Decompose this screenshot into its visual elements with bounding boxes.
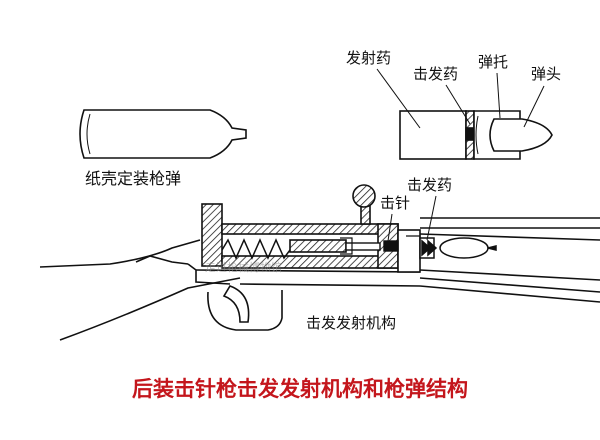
label-firing-mechanism: 击发发射机构 <box>306 314 396 332</box>
trigger <box>222 285 250 323</box>
label-paper-cartridge: 纸壳定装枪弹 <box>85 169 181 188</box>
rifle-outline <box>39 217 600 341</box>
firing-pin <box>345 240 399 252</box>
leader-lines-gun <box>387 195 437 242</box>
chamber-cartridge <box>419 237 497 259</box>
label-firing-pin: 击针 <box>380 194 410 212</box>
watermark: 走进枪械博物馆 <box>205 260 282 274</box>
figure-caption: 后装击针枪击发发射机构和枪弹结构 <box>132 377 468 401</box>
leader-lines-top <box>376 68 545 129</box>
label-primer-gun: 击发药 <box>407 176 452 194</box>
paper-cartridge-figure <box>79 109 247 159</box>
label-propellant: 发射药 <box>346 49 391 67</box>
label-primer-top: 击发药 <box>413 65 458 83</box>
bracket-boxes <box>340 235 421 260</box>
main-spring <box>221 238 291 260</box>
label-sabot: 弹托 <box>478 53 508 71</box>
label-bullet: 弹头 <box>531 65 561 83</box>
cartridge-section-figure <box>399 110 553 160</box>
